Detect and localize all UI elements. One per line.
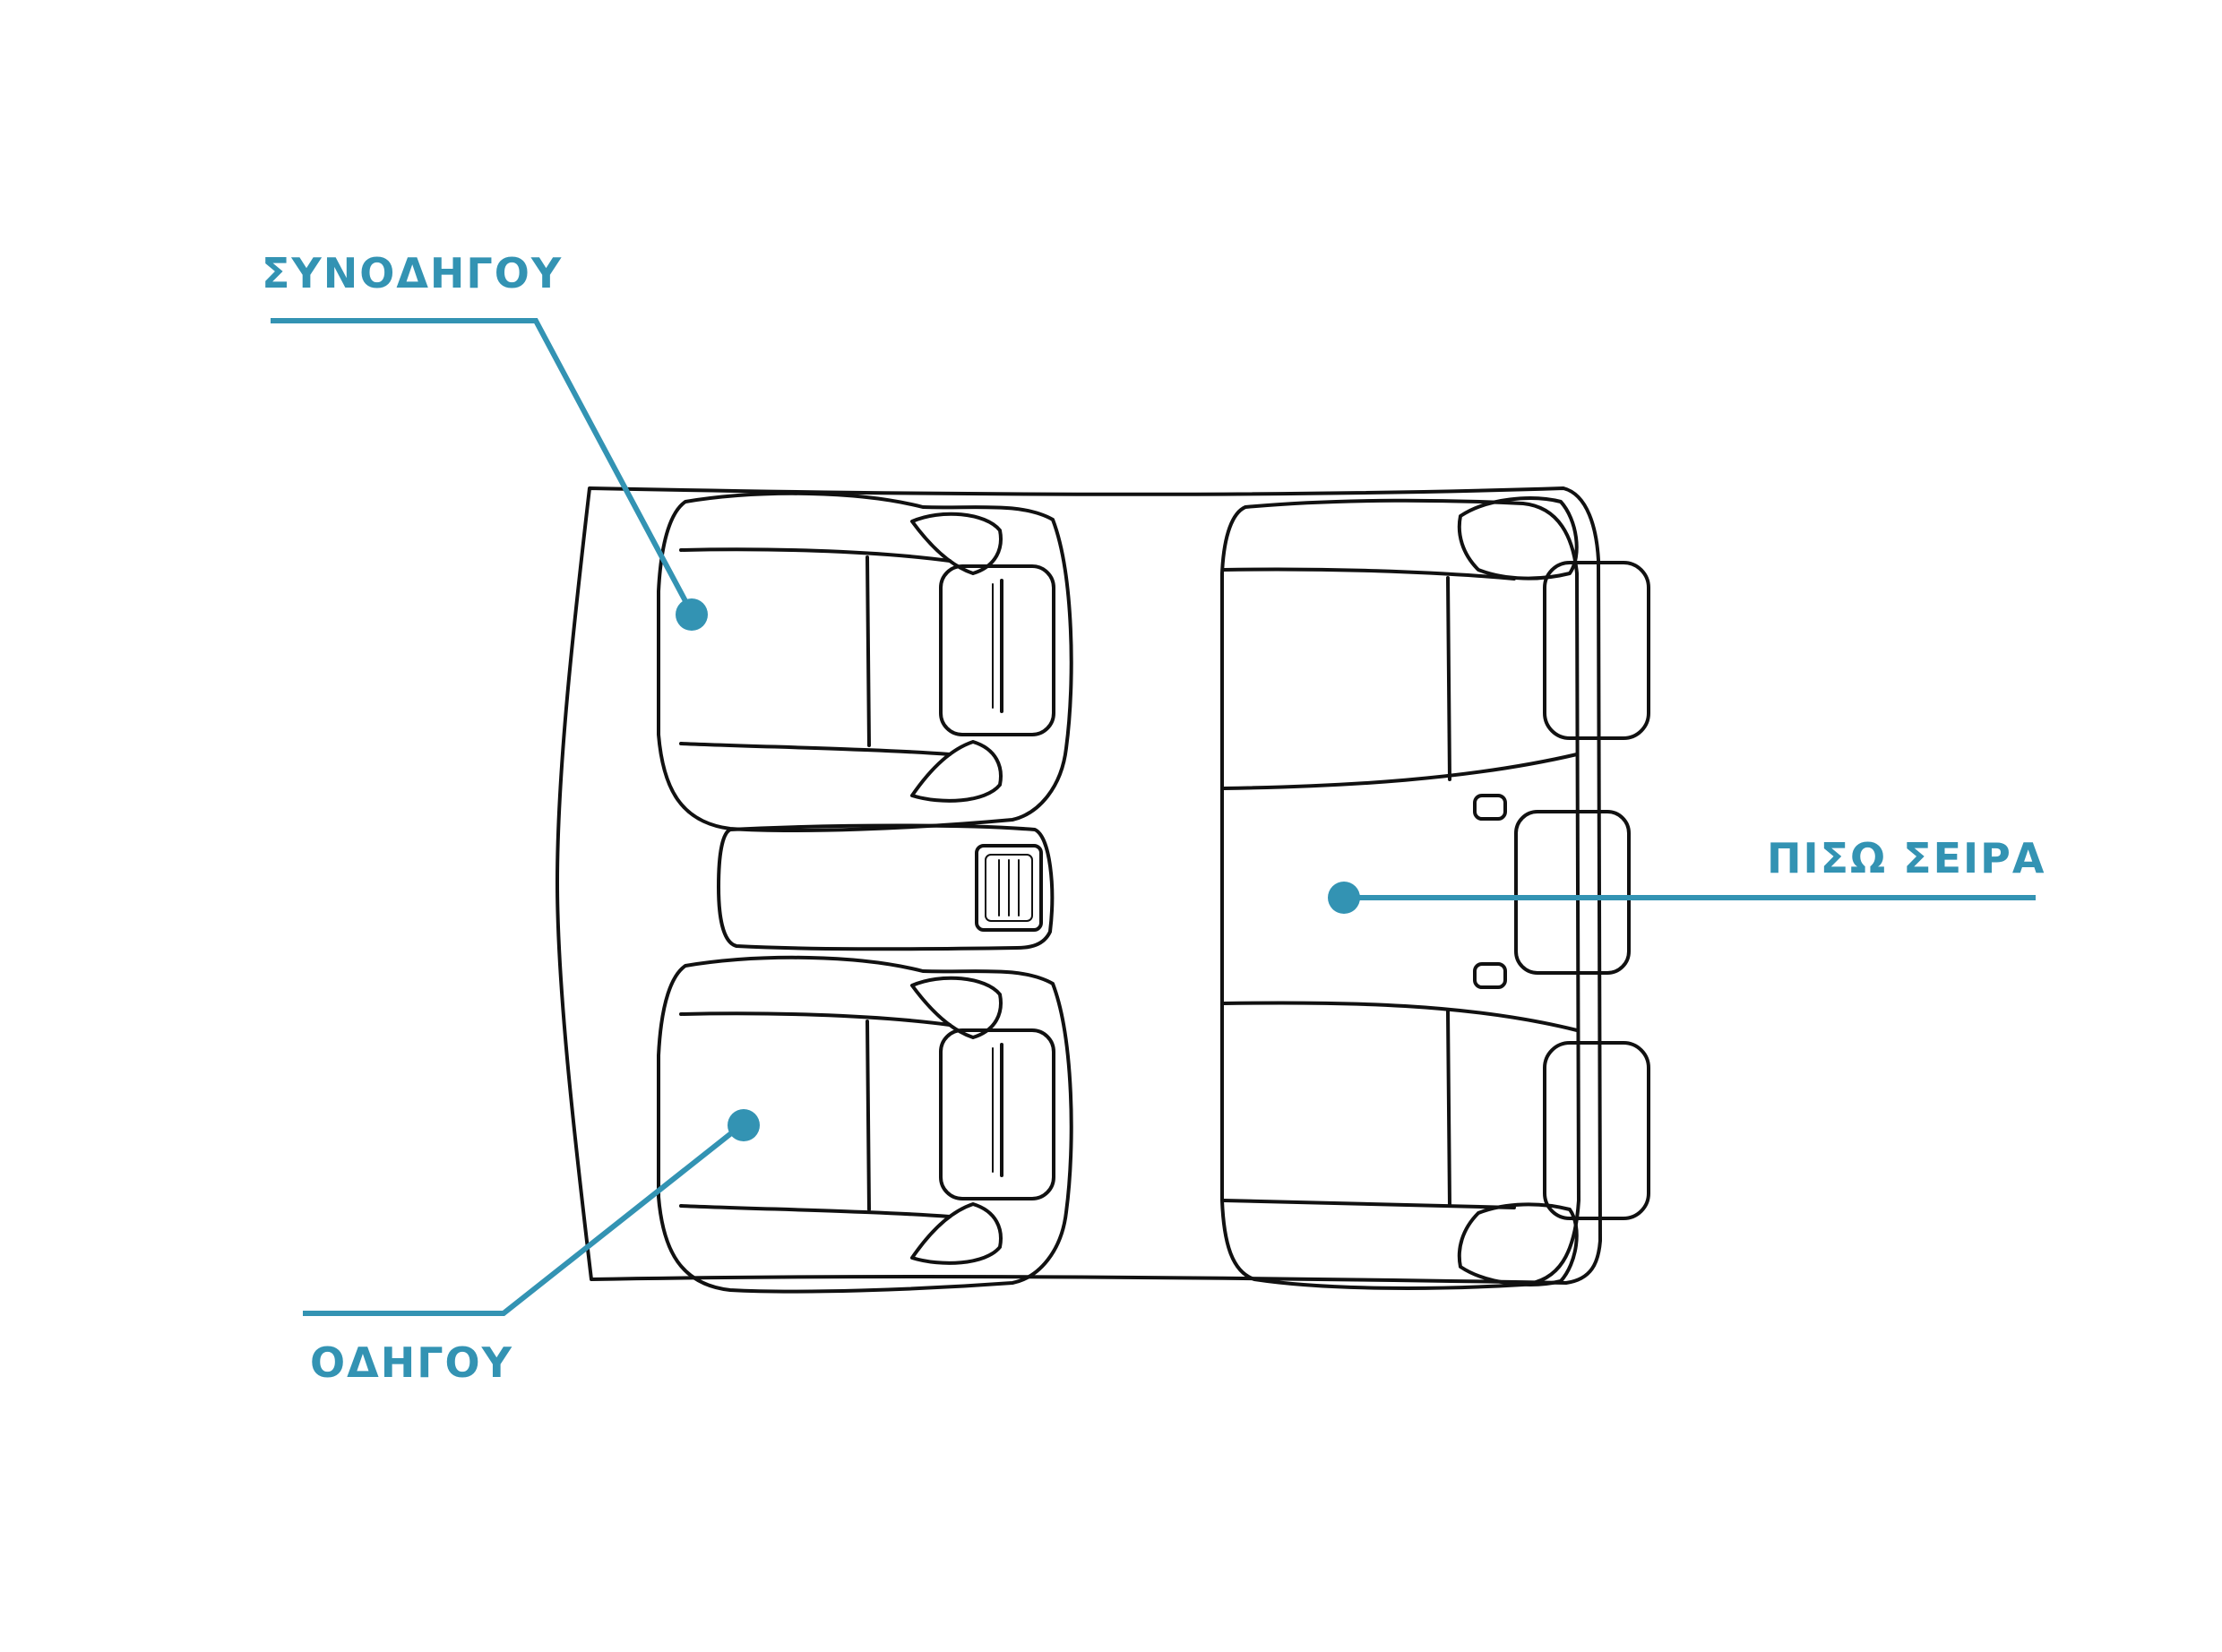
rear-row-marker	[1328, 882, 1360, 914]
rear-row-label: ΠΙΣΩ ΣΕΙΡΑ	[1767, 834, 2046, 882]
driver-seat	[657, 955, 1073, 1294]
codriver-label: ΣΥΝΟΔΗΓΟΥ	[262, 249, 564, 297]
driver-leader-line	[303, 1121, 745, 1316]
rear-bench	[1220, 496, 1650, 1290]
codriver-leader-line	[271, 318, 694, 615]
car-body-outline	[556, 486, 1602, 1285]
driver-label: ΟΔΗΓΟΥ	[310, 1338, 513, 1387]
car-top-view-icon	[556, 486, 1650, 1294]
codriver-marker	[676, 598, 708, 631]
callouts	[271, 318, 2036, 1316]
codriver-seat	[657, 491, 1073, 832]
callout-markers	[676, 598, 1360, 1141]
center-console	[717, 823, 1055, 951]
driver-marker	[728, 1109, 760, 1141]
